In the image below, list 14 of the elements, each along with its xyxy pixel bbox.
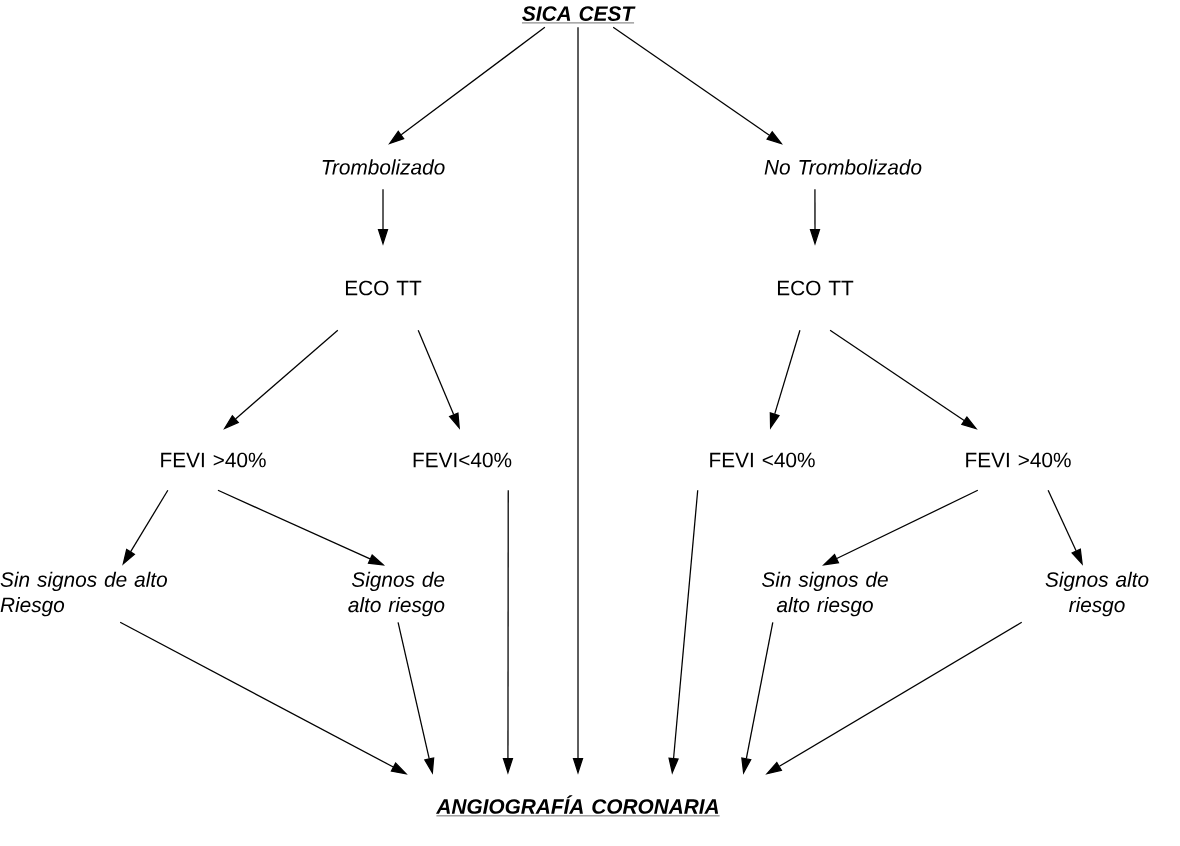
heading-text: SICA CEST [521,6,636,24]
flow-label: Sin signos de alto riesgo [762,571,888,617]
flow-label: FEVI >40% [966,452,1071,468]
flow-label: ECO TT [778,280,854,296]
flow-label: FEVI<40% [413,452,512,468]
flow-label: ECO TT [346,280,422,296]
flow-label: Signos de alto riesgo [348,571,445,617]
flow-label: Trombolizado [322,159,445,175]
flow-label: Sin signos de alto Riesgo [0,571,167,617]
flow-label: No Trombolizado [764,159,922,175]
flow-label: FEVI >40% [161,452,266,468]
flow-label: Signos alto riesgo [1045,571,1149,617]
heading-text: ANGIOGRAFÍA CORONARIA [436,795,720,817]
flow-label: FEVI <40% [710,452,815,468]
